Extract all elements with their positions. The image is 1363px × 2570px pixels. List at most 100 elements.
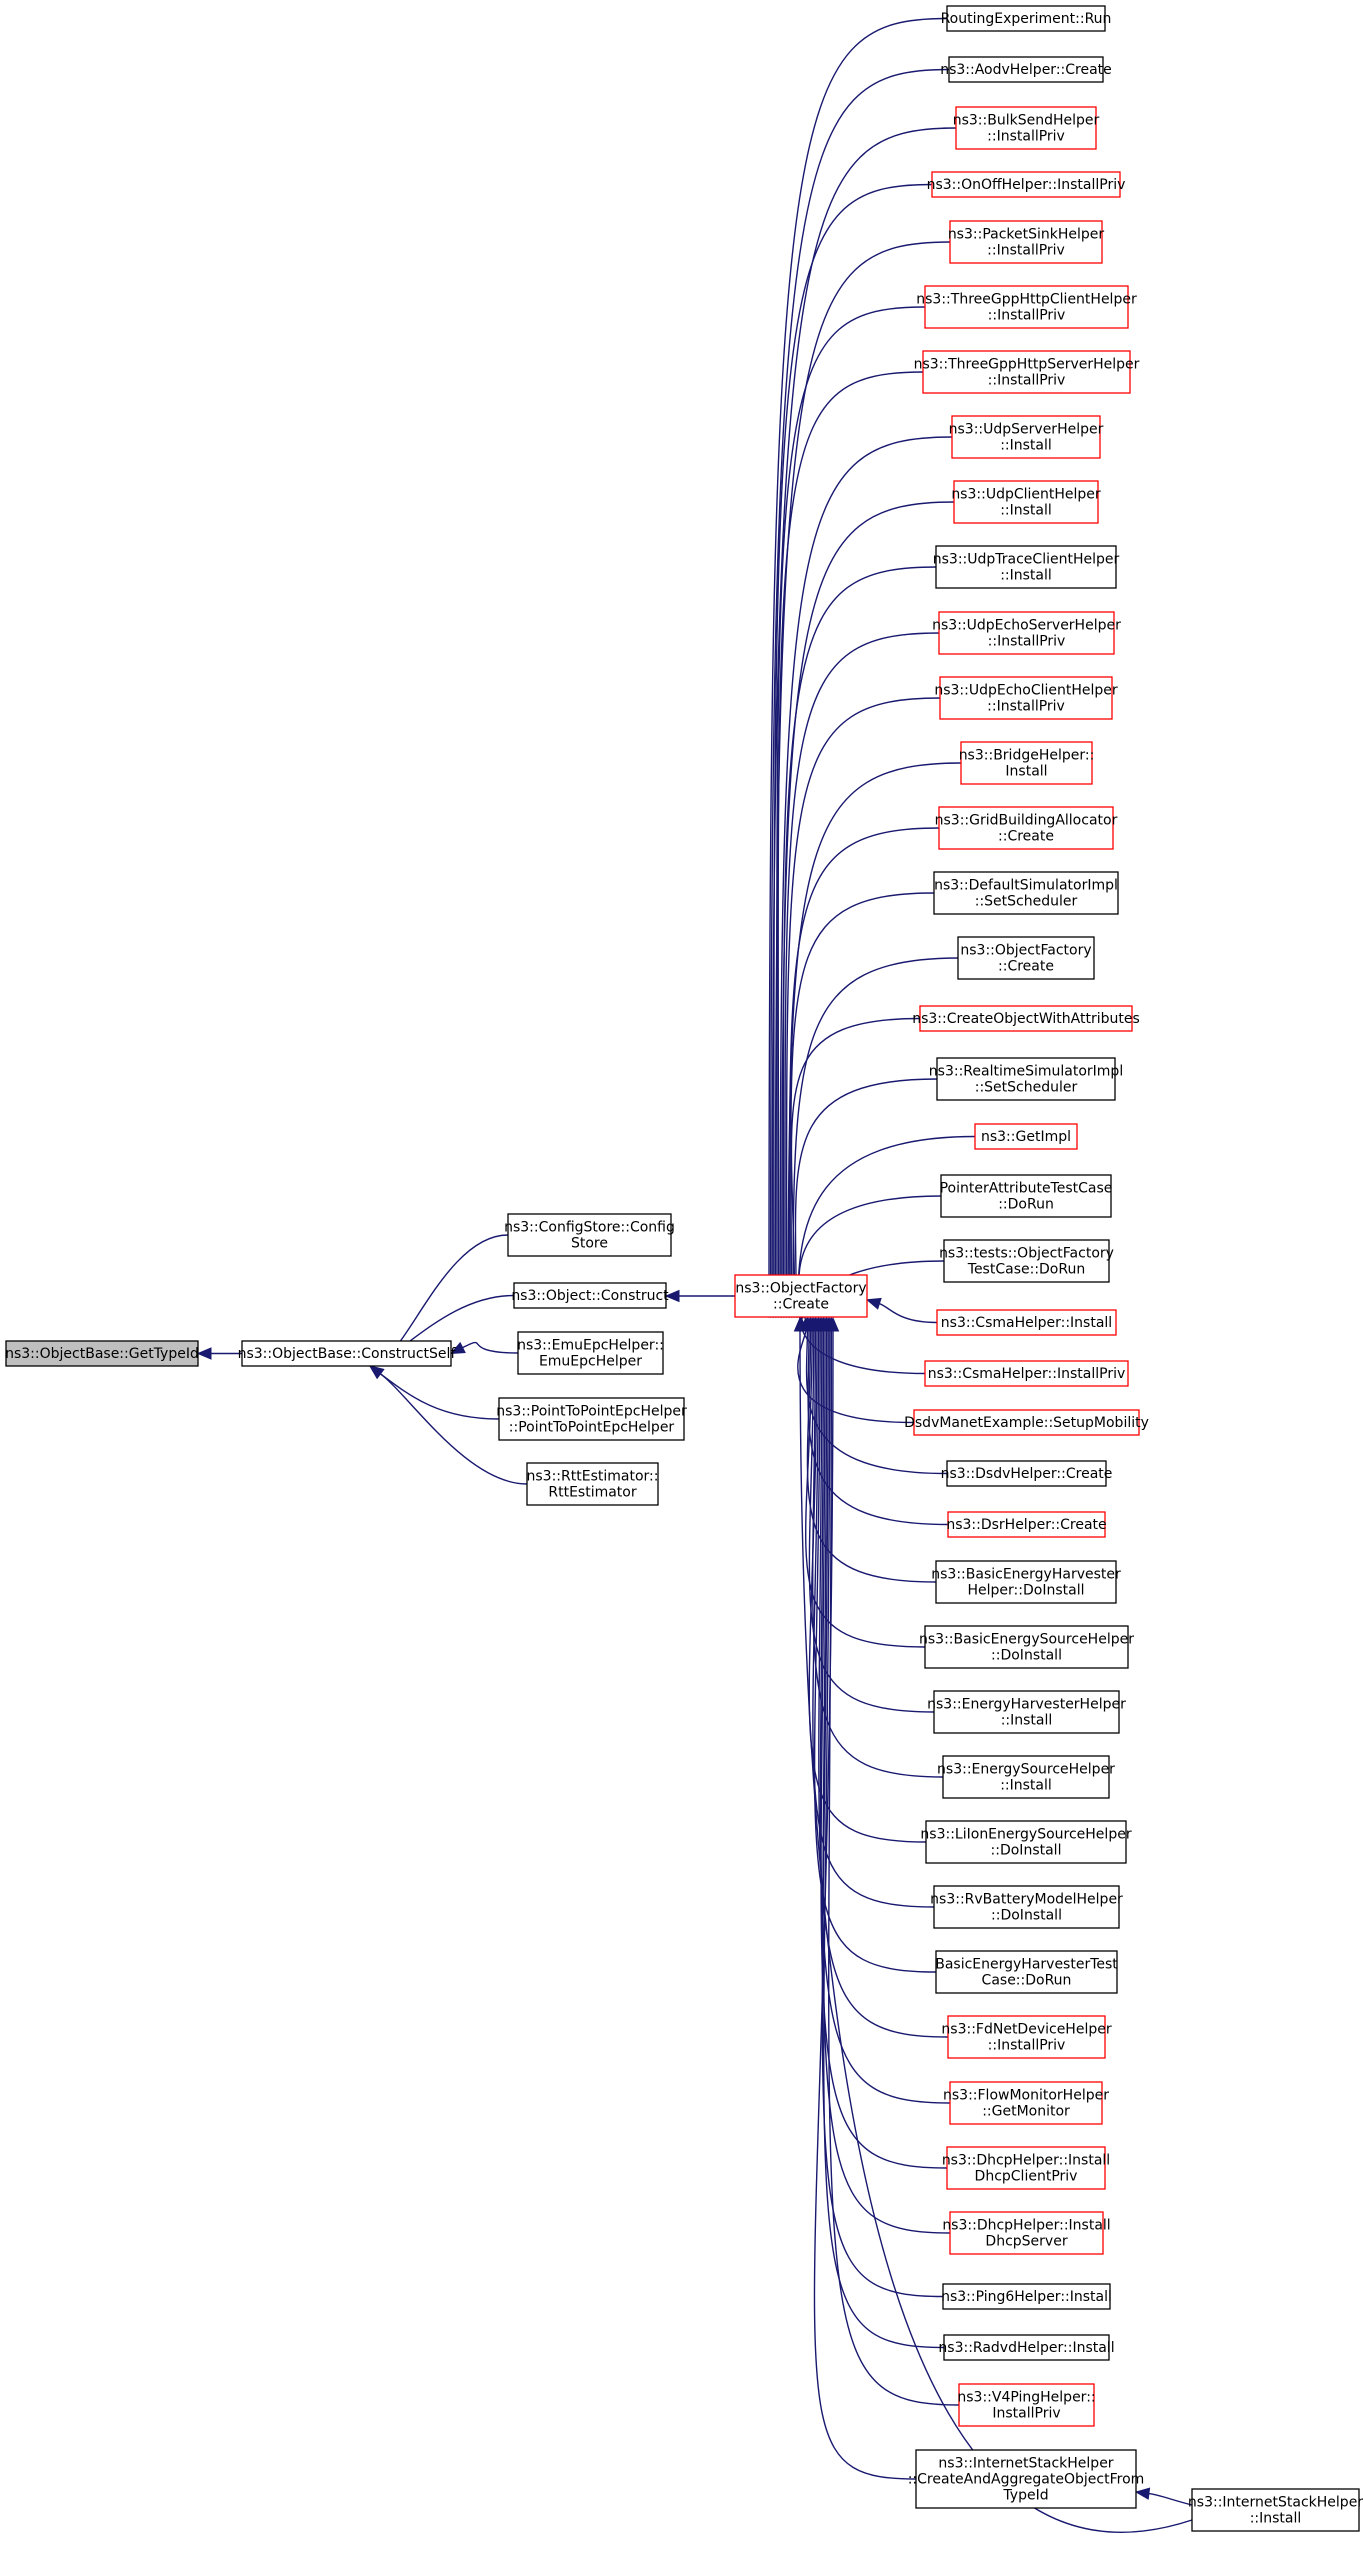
node-box: [974, 1123, 1078, 1150]
edge-c12-objectfactory: [781, 762, 962, 1319]
edge-c36-objectfactory: [820, 1316, 951, 2234]
node-label: ns3::LiIonEnergySourceHelper: [920, 1827, 1131, 1843]
node-c39[interactable]: ns3::V4PingHelper::InstallPriv: [957, 2383, 1096, 2427]
node-isInstall[interactable]: ns3::InternetStackHelper::Install: [1188, 2488, 1363, 2532]
node-label: ns3::RvBatteryModelHelper: [930, 1892, 1123, 1908]
node-box: [942, 2283, 1111, 2310]
node-box: [913, 1409, 1140, 1436]
node-ofCreate[interactable]: ns3::ObjectFactory::Create: [734, 1274, 868, 1318]
node-c26[interactable]: ns3::BasicEnergyHarvesterHelper::DoInsta…: [931, 1560, 1121, 1604]
node-label: ::DoRun: [998, 1197, 1054, 1213]
node-label: ::Create: [773, 1297, 829, 1313]
node-box: [953, 480, 1099, 524]
node-label: ns3::ThreeGppHttpClientHelper: [916, 292, 1137, 308]
node-c8[interactable]: ns3::UdpClientHelper::Install: [951, 480, 1101, 524]
node-c21[interactable]: ns3::CsmaHelper::Install: [936, 1309, 1117, 1336]
node-label: ::Install: [1000, 438, 1052, 454]
node-label: ::DoInstall: [991, 1908, 1062, 1924]
node-label: ::Create: [998, 829, 1054, 845]
node-label: ::Install: [1000, 1778, 1052, 1794]
node-c40[interactable]: ns3::InternetStackHelper::CreateAndAggre…: [908, 2449, 1145, 2509]
node-label: InstallPriv: [992, 2406, 1060, 2422]
node-box: [935, 1950, 1118, 1994]
node-c22[interactable]: ns3::CsmaHelper::InstallPriv: [924, 1360, 1129, 1387]
nodes: ns3::ObjectBase::GetTypeId ns3::ObjectBas…: [5, 5, 1363, 2532]
node-emuEpc[interactable]: ns3::EmuEpcHelper::EmuEpcHelper: [517, 1331, 664, 1375]
node-box: [933, 871, 1119, 915]
node-c1[interactable]: ns3::AodvHelper::Create: [940, 56, 1112, 83]
node-c27[interactable]: ns3::BasicEnergySourceHelper::DoInstall: [919, 1625, 1134, 1669]
node-box: [922, 350, 1131, 394]
node-label: ns3::tests::ObjectFactory: [939, 1246, 1114, 1262]
node-constructSelf[interactable]: ns3::ObjectBase::ConstructSelf: [238, 1340, 457, 1367]
node-p2pEpc[interactable]: ns3::PointToPointEpcHelper::PointToPoint…: [496, 1397, 687, 1441]
node-label: ns3::ObjectFactory: [960, 943, 1091, 959]
node-label: ns3::DhcpHelper::Install: [942, 2153, 1110, 2169]
node-box: [936, 1309, 1117, 1336]
node-c13[interactable]: ns3::GridBuildingAllocator::Create: [935, 806, 1118, 850]
node-c15[interactable]: ns3::ObjectFactory::Create: [957, 936, 1095, 980]
node-c4[interactable]: ns3::PacketSinkHelper::InstallPriv: [948, 220, 1105, 264]
node-c0[interactable]: RoutingExperiment::Run: [941, 5, 1112, 32]
node-label: ::GetMonitor: [982, 2104, 1070, 2120]
node-c37[interactable]: ns3::Ping6Helper::Install: [941, 2283, 1112, 2310]
node-box: [924, 1360, 1129, 1387]
node-box: [957, 936, 1095, 980]
node-c10[interactable]: ns3::UdpEchoServerHelper::InstallPriv: [932, 611, 1121, 655]
node-label: ::DoInstall: [991, 1648, 1062, 1664]
node-c34[interactable]: ns3::FlowMonitorHelper::GetMonitor: [943, 2081, 1109, 2125]
node-box: [949, 220, 1103, 264]
node-label: ::InstallPriv: [988, 2038, 1066, 2054]
node-label: ns3::DsdvHelper::Create: [941, 1466, 1113, 1482]
node-objectConstruct[interactable]: ns3::Object::Construct: [511, 1282, 669, 1309]
node-c5[interactable]: ns3::ThreeGppHttpClientHelper::InstallPr…: [916, 285, 1137, 329]
node-c18[interactable]: ns3::GetImpl: [974, 1123, 1078, 1150]
node-label: ns3::FlowMonitorHelper: [943, 2088, 1109, 2104]
node-box: [517, 1331, 664, 1375]
node-box: [948, 56, 1104, 83]
node-c24[interactable]: ns3::DsdvHelper::Create: [941, 1460, 1113, 1487]
node-c38[interactable]: ns3::RadvdHelper::Install: [938, 2334, 1115, 2361]
node-label: ns3::BulkSendHelper: [953, 113, 1100, 129]
edge-c14-objectfactory: [785, 892, 935, 1319]
node-label: ns3::CsmaHelper::InstallPriv: [928, 1366, 1126, 1382]
node-box: [951, 415, 1101, 459]
edge-c16-objectfactory: [788, 1017, 921, 1319]
node-label: ns3::GetImpl: [981, 1129, 1071, 1145]
node-configStore[interactable]: ns3::ConfigStore::ConfigStore: [504, 1213, 675, 1257]
node-getTypeId[interactable]: ns3::ObjectBase::GetTypeId: [5, 1340, 199, 1367]
node-label: ns3::Ping6Helper::Install: [941, 2289, 1112, 2305]
node-c7[interactable]: ns3::UdpServerHelper::Install: [949, 415, 1104, 459]
node-c31[interactable]: ns3::RvBatteryModelHelper::DoInstall: [930, 1885, 1123, 1929]
node-c17[interactable]: ns3::RealtimeSimulatorImpl::SetScheduler: [929, 1057, 1123, 1101]
node-c12[interactable]: ns3::BridgeHelper::Install: [959, 741, 1095, 785]
node-rttEst[interactable]: ns3::RttEstimator::RttEstimator: [526, 1462, 659, 1506]
node-c6[interactable]: ns3::ThreeGppHttpServerHelper::InstallPr…: [914, 350, 1140, 394]
node-box: [924, 285, 1129, 329]
node-c33[interactable]: ns3::FdNetDeviceHelper::InstallPriv: [941, 2015, 1112, 2059]
node-box: [734, 1274, 868, 1318]
node-label: ::DoInstall: [991, 1843, 1062, 1859]
node-c19[interactable]: PointerAttributeTestCase::DoRun: [940, 1174, 1113, 1218]
node-c11[interactable]: ns3::UdpEchoClientHelper::InstallPriv: [934, 676, 1118, 720]
node-c16[interactable]: ns3::CreateObjectWithAttributes: [912, 1005, 1140, 1032]
edge-c8-objectfactory: [775, 501, 955, 1319]
node-label: ns3::RealtimeSimulatorImpl: [929, 1064, 1123, 1080]
node-c9[interactable]: ns3::UdpTraceClientHelper::Install: [933, 545, 1120, 589]
node-c28[interactable]: ns3::EnergyHarvesterHelper::Install: [927, 1690, 1126, 1734]
node-c30[interactable]: ns3::LiIonEnergySourceHelper::DoInstall: [920, 1820, 1132, 1864]
node-c29[interactable]: ns3::EnergySourceHelper::Install: [937, 1755, 1115, 1799]
node-label: ns3::EnergyHarvesterHelper: [927, 1697, 1126, 1713]
node-c25[interactable]: ns3::DsrHelper::Create: [946, 1511, 1107, 1538]
node-c2[interactable]: ns3::BulkSendHelper::InstallPriv: [953, 106, 1100, 150]
node-label: ::InstallPriv: [988, 308, 1066, 324]
node-c14[interactable]: ns3::DefaultSimulatorImpl::SetScheduler: [933, 871, 1119, 915]
node-box: [935, 1560, 1117, 1604]
node-c23[interactable]: DsdvManetExample::SetupMobility: [904, 1409, 1149, 1436]
node-label: ns3::BasicEnergySourceHelper: [919, 1632, 1134, 1648]
node-c3[interactable]: ns3::OnOffHelper::InstallPriv: [927, 171, 1126, 198]
